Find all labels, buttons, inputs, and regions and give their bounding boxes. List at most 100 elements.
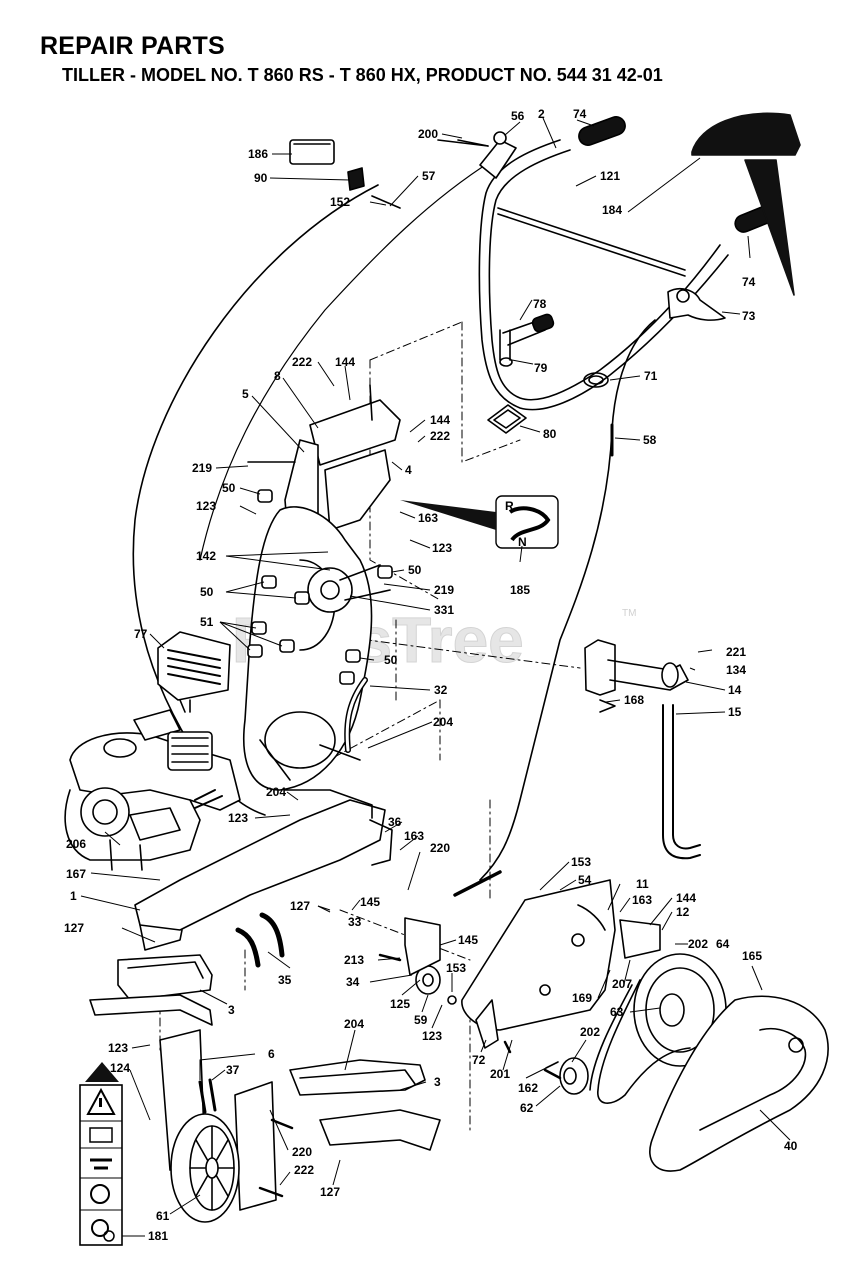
callout: 34 [346,975,360,989]
callout: 123 [108,1041,128,1055]
callout: 40 [784,1139,798,1153]
tine-shield-3-left [117,954,213,1001]
shift-pos-n: N [518,535,527,549]
callout: 50 [222,481,236,495]
callout: 144 [430,413,450,427]
callout: 3 [228,1003,235,1017]
callout: 4 [405,463,412,477]
callout: 35 [278,973,292,987]
callout: 63 [610,1005,624,1019]
callout: 221 [726,645,746,659]
callout: 163 [418,511,438,525]
callout: 222 [430,429,450,443]
callout: 124 [110,1061,130,1075]
callout: 80 [543,427,557,441]
callout: 127 [290,899,310,913]
callout: 62 [520,1101,534,1115]
callout: 163 [632,893,652,907]
warning-decal-181 [79,1062,123,1246]
callout: 32 [434,683,448,697]
callout: 127 [64,921,84,935]
callout: 204 [344,1017,364,1031]
callout: 71 [644,369,658,383]
callout: 90 [254,171,268,185]
callout: 219 [434,583,454,597]
callout: 144 [335,355,355,369]
shift-pos-r: R [505,499,514,513]
callout: 200 [418,127,438,141]
callout: 51 [200,615,214,629]
callout: 167 [66,867,86,881]
callout: 204 [433,715,453,729]
callout-labels: 2 56 74 200 186 90 57 121 152 184 74 78 … [64,107,798,1243]
callout: 78 [533,297,547,311]
callout: 202 [688,937,708,951]
callout: 12 [676,905,690,919]
callout: 142 [196,549,216,563]
handlebar-upper [488,149,721,401]
callout: 222 [292,355,312,369]
callout: 220 [292,1145,312,1159]
belt-cover-40 [649,995,829,1172]
frame-1 [134,799,386,931]
callout: 123 [228,811,248,825]
callout: 207 [612,977,632,991]
callout: 33 [348,915,362,929]
callout: 59 [414,1013,428,1027]
callout: 37 [226,1063,240,1077]
callout: 14 [728,683,742,697]
decal-184 [691,112,801,156]
callout: 72 [472,1053,486,1067]
callout: 58 [643,433,657,447]
engine [64,709,241,871]
callout: 123 [432,541,452,555]
callout: 1 [70,889,77,903]
callout: 153 [571,855,591,869]
callout: 206 [66,837,86,851]
shift-plate-185: R N [495,495,559,549]
callout: 153 [446,961,466,975]
callout: 219 [192,461,212,475]
callout: 222 [294,1163,314,1177]
callout: 204 [266,785,286,799]
callout: 123 [196,499,216,513]
grip-left [578,116,626,146]
leader-lines [80,117,791,1237]
callout: 134 [726,663,746,677]
callout: 50 [384,653,398,667]
callout: 165 [742,949,762,963]
callout: 73 [742,309,756,323]
callout: 5 [242,387,249,401]
callout: 144 [676,891,696,905]
callout: 145 [360,895,380,909]
callout: 36 [388,815,402,829]
callout: 15 [728,705,742,719]
callout: 2 [538,107,545,121]
callout: 184 [602,203,622,217]
callout: 181 [148,1229,168,1243]
callout: 201 [490,1067,510,1081]
clutch-cable [479,319,656,881]
callout: 54 [578,873,592,887]
callout: 8 [274,369,281,383]
callout: 145 [458,933,478,947]
callout: 125 [390,997,410,1011]
callout: 56 [511,109,525,123]
callout: 127 [320,1185,340,1199]
page-title: REPAIR PARTS [40,32,225,60]
callout: 163 [404,829,424,843]
decal-186 [289,139,335,165]
callout: 64 [716,937,730,951]
callout: 50 [200,585,214,599]
callout: 220 [430,841,450,855]
callout: 213 [344,953,364,967]
callout: 6 [268,1047,275,1061]
callout: 185 [510,583,530,597]
callout: 74 [742,275,756,289]
callout: 11 [636,877,649,891]
guard-bracket-11 [461,879,616,1031]
callout: 121 [600,169,620,183]
callout: 186 [248,147,268,161]
callout: 169 [572,991,592,1005]
